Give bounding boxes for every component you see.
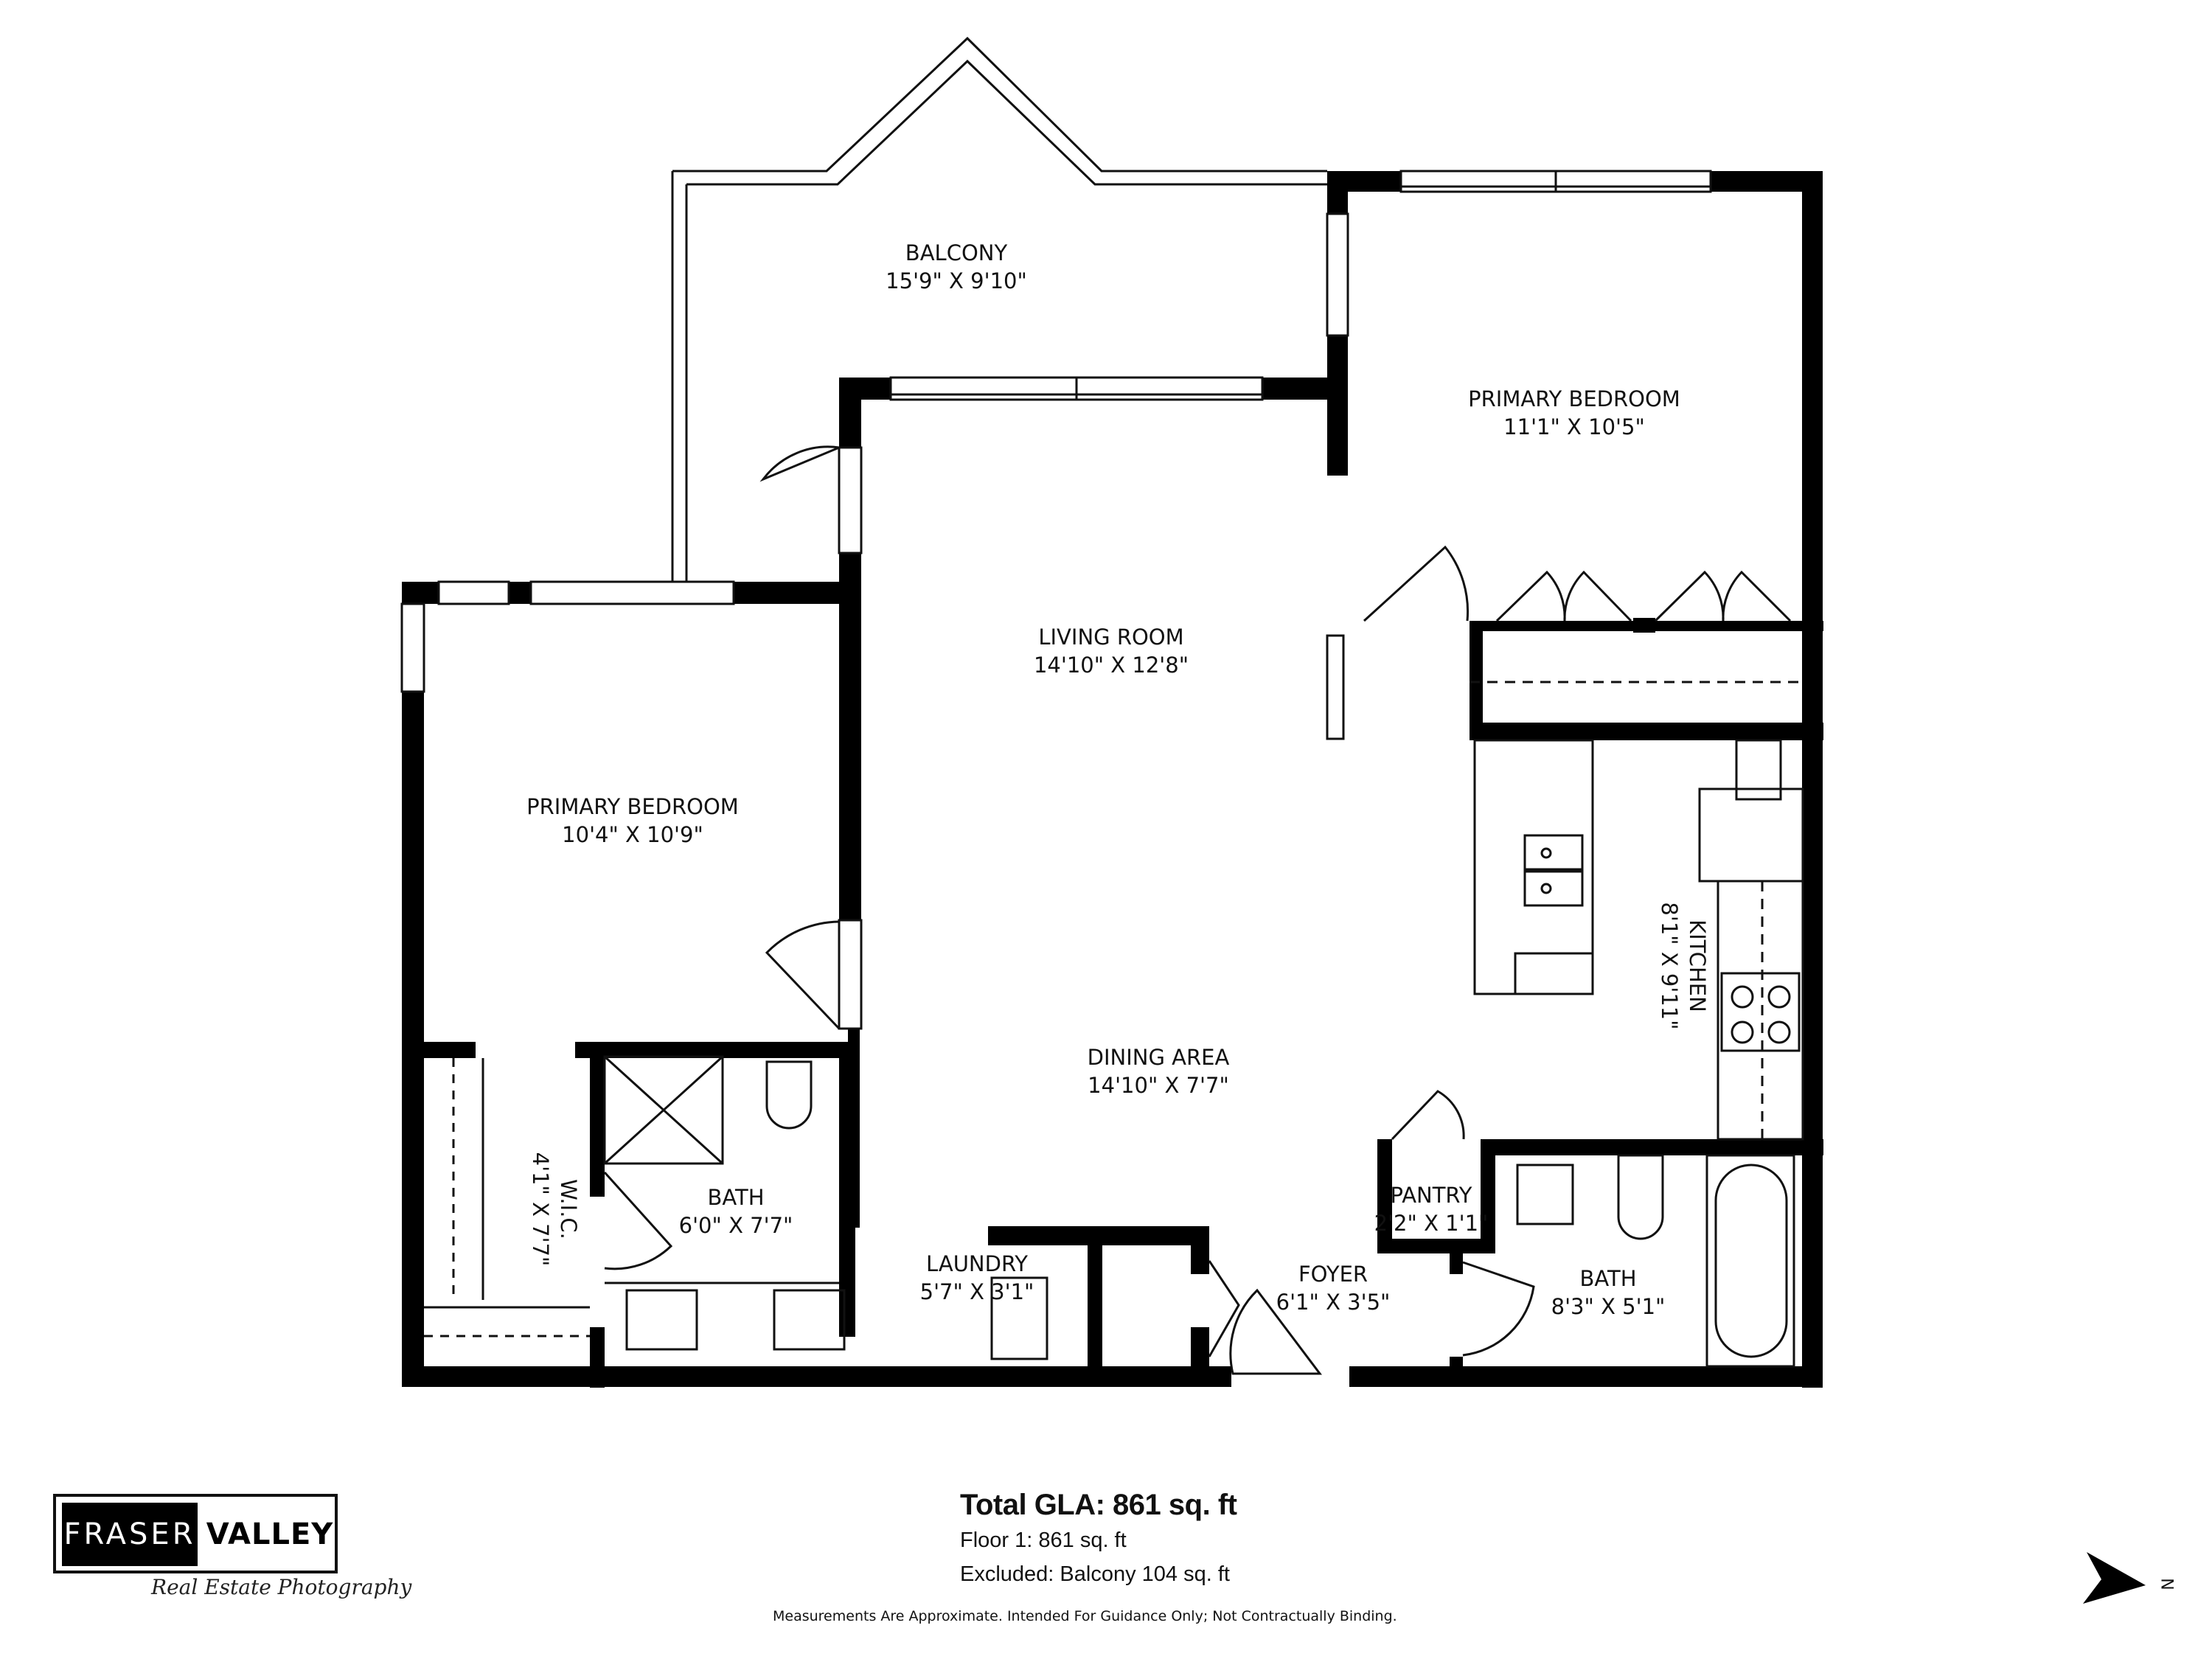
room-label-laundry: LAUNDRY 5'7" X 3'1" — [920, 1250, 1034, 1306]
room-label-bath-east: BATH 8'3" X 5'1" — [1551, 1265, 1666, 1321]
room-dims: 2'2" X 1'1" — [1374, 1211, 1489, 1236]
room-label-bath-west: BATH 6'0" X 7'7" — [679, 1183, 793, 1239]
room-dims: 6'1" X 3'5" — [1276, 1290, 1391, 1315]
room-name: FOYER — [1298, 1262, 1368, 1287]
room-dims: 11'1" X 10'5" — [1503, 414, 1645, 439]
room-name: BATH — [1579, 1266, 1637, 1291]
room-label-pantry: PANTRY 2'2" X 1'1" — [1374, 1181, 1489, 1237]
room-label-foyer: FOYER 6'1" X 3'5" — [1276, 1260, 1391, 1316]
room-label-living-room: LIVING ROOM 14'10" X 12'8" — [1034, 623, 1189, 679]
room-label-balcony: BALCONY 15'9" X 9'10" — [886, 239, 1027, 295]
room-name: BATH — [707, 1185, 765, 1210]
room-dims: 10'4" X 10'9" — [562, 822, 703, 847]
room-label-wic: W.I.C. 4'1" X 7'7" — [526, 1152, 582, 1267]
room-name: DINING AREA — [1087, 1045, 1230, 1070]
excluded-area: Excluded: Balcony 104 sq. ft — [960, 1562, 1230, 1586]
room-label-dining-area: DINING AREA 14'10" X 7'7" — [1088, 1043, 1230, 1099]
disclaimer: Measurements Are Approximate. Intended F… — [773, 1608, 1397, 1624]
room-dims: 8'1" X 9'11" — [1657, 902, 1682, 1030]
total-gla: Total GLA: 861 sq. ft — [960, 1489, 1237, 1521]
logo-word-valley: VALLEY — [206, 1517, 334, 1551]
room-name: W.I.C. — [556, 1179, 581, 1239]
floor-area: Floor 1: 861 sq. ft — [960, 1528, 1127, 1552]
fixtures — [424, 445, 1804, 1375]
room-dims: 14'10" X 7'7" — [1088, 1073, 1229, 1098]
room-name: PRIMARY BEDROOM — [526, 794, 739, 819]
room-name: LIVING ROOM — [1038, 625, 1184, 650]
balcony-outline — [672, 36, 1327, 173]
room-dims: 14'10" X 12'8" — [1033, 653, 1189, 678]
walls — [402, 171, 1823, 1388]
room-dims: 15'9" X 9'10" — [886, 268, 1027, 293]
room-dims: 4'1" X 7'7" — [528, 1152, 553, 1267]
windows — [400, 170, 1712, 1030]
logo-word-fraser: FRASER — [62, 1503, 198, 1566]
room-name: PRIMARY BEDROOM — [1468, 386, 1680, 411]
room-dims: 6'0" X 7'7" — [678, 1213, 793, 1238]
room-name: KITCHEN — [1685, 919, 1710, 1012]
logo-tagline: Real Estate Photography — [151, 1575, 412, 1599]
room-name: BALCONY — [905, 240, 1008, 265]
room-label-primary-bedroom-east: PRIMARY BEDROOM 11'1" X 10'5" — [1468, 385, 1680, 441]
brand-logo: FRASER VALLEY — [53, 1494, 338, 1573]
room-label-primary-bedroom-west: PRIMARY BEDROOM 10'4" X 10'9" — [526, 793, 739, 849]
room-name: PANTRY — [1390, 1183, 1472, 1208]
room-dims: 8'3" X 5'1" — [1551, 1294, 1666, 1319]
compass: N — [2079, 1548, 2197, 1615]
room-dims: 5'7" X 3'1" — [919, 1279, 1034, 1304]
north-arrow-icon — [2083, 1552, 2146, 1604]
room-name: LAUNDRY — [926, 1251, 1028, 1276]
north-label: N — [2157, 1578, 2176, 1590]
room-label-kitchen: KITCHEN 8'1" X 9'11" — [1655, 902, 1711, 1029]
area-summary: Total GLA: 861 sq. ft Floor 1: 861 sq. f… — [960, 1486, 1237, 1591]
